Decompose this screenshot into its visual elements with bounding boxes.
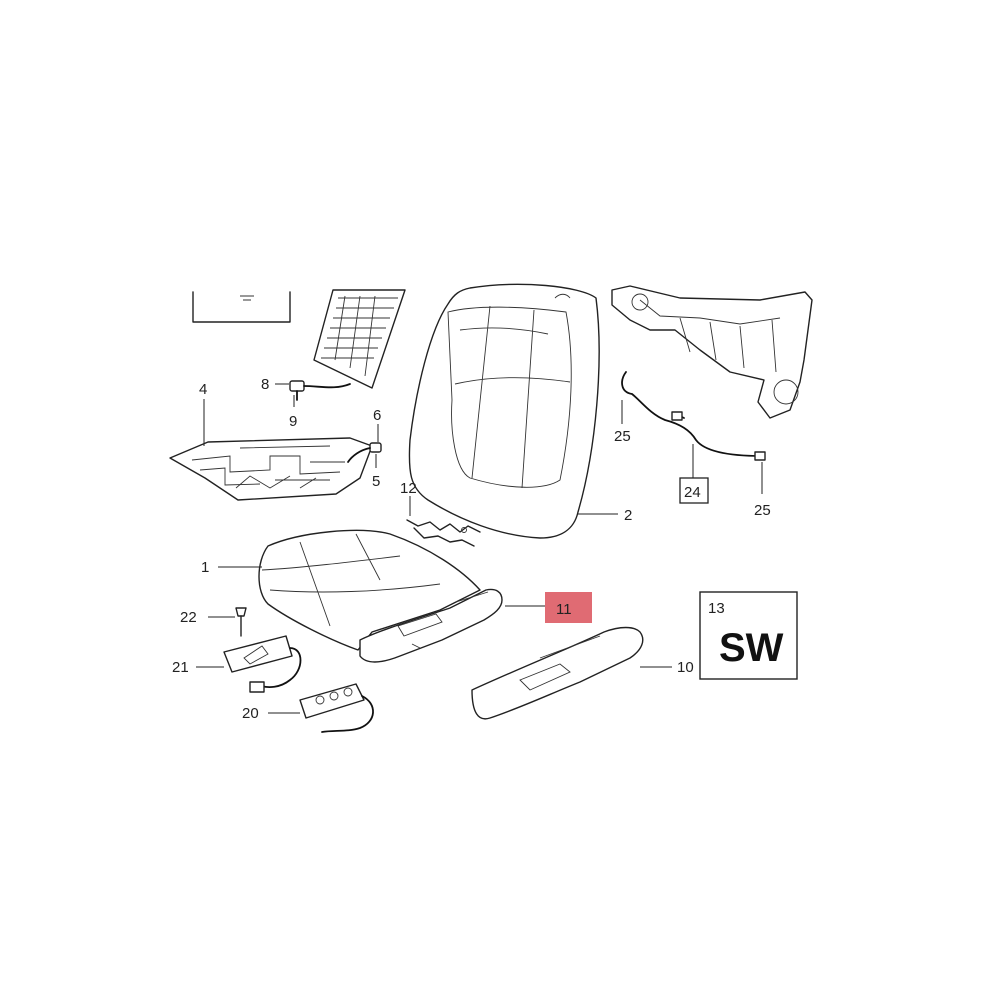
sw-label: SW xyxy=(719,626,784,670)
callout-11: 11 xyxy=(556,601,572,618)
seat-cushion xyxy=(258,529,481,651)
callout-box-24 xyxy=(679,477,709,504)
callout-6: 6 xyxy=(373,407,381,424)
callout-21: 21 xyxy=(172,659,189,676)
seat-switch-20 xyxy=(299,683,374,733)
cushion-heating-pad xyxy=(169,437,373,501)
callout-22: 22 xyxy=(180,609,197,626)
wiring-harness xyxy=(621,371,766,461)
side-trim-panel-outer xyxy=(471,626,644,720)
partial-frame-top-left xyxy=(192,291,291,323)
callout-20: 20 xyxy=(242,705,259,722)
heater-connector xyxy=(289,380,351,401)
sw-box xyxy=(699,591,798,680)
temperature-sensor xyxy=(406,519,481,547)
seat-frame xyxy=(611,285,813,419)
callout-9: 9 xyxy=(289,413,297,430)
callout-5: 5 xyxy=(372,473,380,490)
callout-13: 13 xyxy=(708,600,725,617)
callout-4: 4 xyxy=(199,381,207,398)
callout-25b: 25 xyxy=(754,502,771,519)
cushion-heater-connector xyxy=(347,442,382,463)
callout-12: 12 xyxy=(400,480,417,497)
callout-1: 1 xyxy=(201,559,209,576)
backrest xyxy=(408,283,600,539)
backrest-heating-pad xyxy=(313,289,406,389)
callout-8: 8 xyxy=(261,376,269,393)
callout-25a: 25 xyxy=(614,428,631,445)
screw xyxy=(235,607,247,637)
highlight-box-11 xyxy=(545,592,592,623)
partial-frame-detail xyxy=(240,295,254,301)
callout-10: 10 xyxy=(677,659,694,676)
side-trim-panel xyxy=(359,588,503,663)
seat-switch-21 xyxy=(223,635,302,693)
callout-2: 2 xyxy=(624,507,632,524)
callout-24: 24 xyxy=(684,484,701,501)
